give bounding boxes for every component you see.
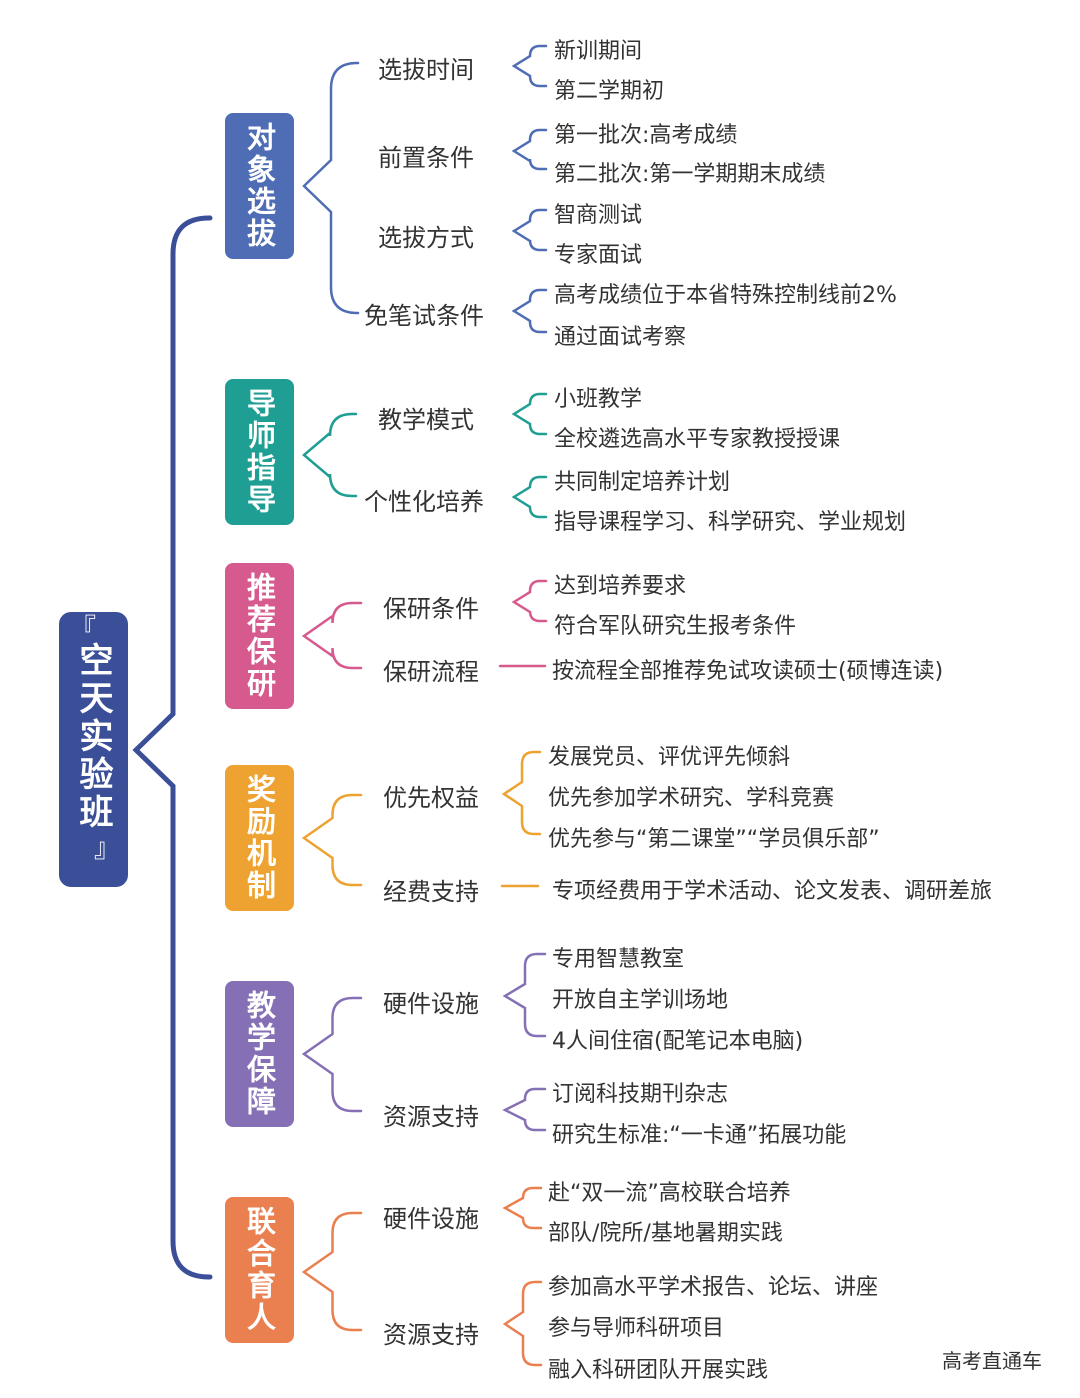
- leaf-node: 研究生标准:“一卡通”拓展功能: [552, 1123, 847, 1148]
- category-label: 对象选拔: [242, 122, 277, 250]
- category-brace-line: [302, 61, 360, 315]
- leaf-node: 新训期间: [554, 39, 643, 64]
- leaf-node: 部队/院所/基地暑期实践: [548, 1221, 783, 1246]
- category-brace-line: [301, 793, 363, 887]
- leaf-node: 符合军队研究生报考条件: [554, 614, 797, 639]
- sub-node: 经费支持: [383, 878, 479, 906]
- leaf-node: 4人间住宿(配笔记本电脑): [552, 1029, 804, 1054]
- sub-node: 保研流程: [383, 658, 479, 686]
- leaf-node: 小班教学: [554, 387, 643, 412]
- leaf-brace-line: [502, 1087, 547, 1132]
- leaf-node: 通过面试考察: [554, 325, 687, 350]
- leaf-node: 融入科研团队开展实践: [548, 1358, 769, 1383]
- leaf-brace-line: [511, 208, 548, 252]
- leaf-brace-line: [502, 952, 547, 1038]
- category-label: 联合育人: [242, 1206, 277, 1334]
- leaf-node: 高考成绩位于本省特殊控制线前2%: [554, 283, 897, 308]
- category-teaching-support: 教学保障: [225, 981, 294, 1127]
- sub-node: 资源支持: [383, 1103, 479, 1131]
- root-title: 空天实验班: [73, 642, 113, 832]
- sub-node: 保研条件: [383, 595, 479, 623]
- leaf-node: 按流程全部推荐免试攻读硕士(硕博连读): [552, 659, 944, 684]
- main-brace-line: [132, 215, 213, 1280]
- leaf-node: 订阅科技期刊杂志: [552, 1082, 729, 1107]
- root-open-quote: 『: [70, 614, 97, 644]
- leaf-node: 指导课程学习、科学研究、学业规划: [554, 510, 907, 535]
- leaf-node: 发展党员、评优评先倾斜: [548, 745, 791, 770]
- leaf-node: 开放自主学训场地: [552, 988, 729, 1013]
- category-brace-line: [301, 1211, 363, 1332]
- leaf-node: 专用智慧教室: [552, 947, 685, 972]
- category-joint-training: 联合育人: [225, 1197, 294, 1343]
- leaf-node: 智商测试: [554, 203, 643, 228]
- sub-node: 硬件设施: [383, 1205, 479, 1233]
- leaf-node: 达到培养要求: [554, 574, 687, 599]
- leaf-node: 优先参加学术研究、学科竞赛: [548, 786, 835, 811]
- category-brace-line: [301, 601, 363, 670]
- leaf-brace-line: [511, 475, 548, 519]
- sub-node: 教学模式: [378, 406, 474, 434]
- category-reward: 奖励机制: [225, 765, 294, 911]
- leaf-node: 全校遴选高水平专家教授授课: [554, 427, 841, 452]
- leaf-node: 优先参与“第二课堂”“学员俱乐部”: [548, 827, 880, 852]
- leaf-node: 参加高水平学术报告、论坛、讲座: [548, 1275, 879, 1300]
- category-label: 教学保障: [242, 990, 277, 1118]
- sub-node: 个性化培养: [364, 488, 484, 516]
- sub-node: 资源支持: [383, 1321, 479, 1349]
- category-brace-line: [302, 412, 358, 498]
- category-selection: 对象选拔: [225, 113, 294, 259]
- sub-node: 前置条件: [378, 144, 474, 172]
- leaf-brace-line: [511, 392, 548, 436]
- leaf-brace-line: [511, 579, 548, 623]
- sub-node: 选拔方式: [378, 224, 474, 252]
- leaf-node: 专项经费用于学术活动、论文发表、调研差旅: [552, 879, 993, 904]
- leaf-brace-line: [511, 44, 548, 88]
- leaf-node: 共同制定培养计划: [554, 470, 731, 495]
- category-label: 推荐保研: [242, 572, 277, 700]
- leaf-brace-line: [502, 1186, 543, 1230]
- category-brace-line: [301, 996, 363, 1113]
- root-node: 『 空天实验班 』: [59, 612, 128, 887]
- sub-node: 硬件设施: [383, 990, 479, 1018]
- root-close-quote: 』: [93, 834, 120, 864]
- leaf-brace-line: [501, 750, 542, 836]
- leaf-brace-line: [511, 128, 548, 171]
- leaf-node: 第二学期初: [554, 79, 665, 104]
- leaf-brace-line: [502, 1280, 543, 1367]
- sub-node: 选拔时间: [378, 56, 474, 84]
- leaf-node: 第二批次:第一学期期末成绩: [554, 162, 826, 187]
- leaf-node: 专家面试: [554, 243, 643, 268]
- category-label: 导师指导: [242, 388, 277, 516]
- leaf-node: 参与导师科研项目: [548, 1316, 725, 1341]
- sub-node: 免笔试条件: [364, 302, 484, 330]
- leaf-node: 第一批次:高考成绩: [554, 123, 738, 148]
- category-recommend: 推荐保研: [225, 563, 294, 709]
- category-mentor: 导师指导: [225, 379, 294, 525]
- sub-node: 优先权益: [383, 784, 479, 812]
- watermark: 高考直通车: [942, 1349, 1042, 1373]
- leaf-node: 赴“双一流”高校联合培养: [548, 1181, 791, 1206]
- category-label: 奖励机制: [242, 774, 277, 902]
- leaf-brace-line: [511, 288, 548, 334]
